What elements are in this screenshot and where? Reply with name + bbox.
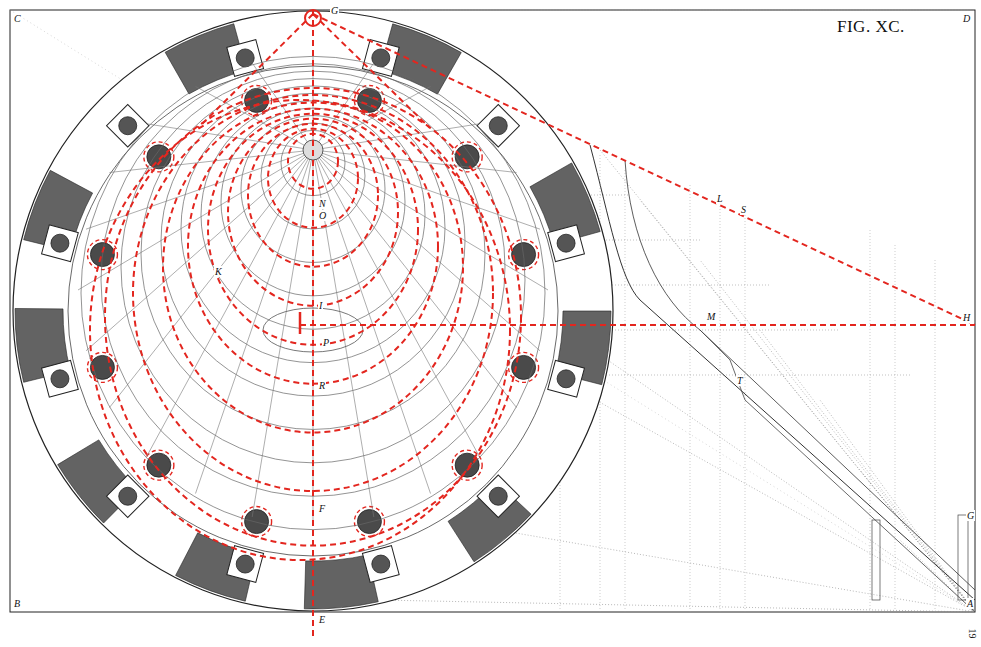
- plate-frame: [10, 10, 975, 612]
- red-sight-line: [198, 14, 313, 128]
- construction-ray: [600, 150, 975, 612]
- construction-ray: [760, 330, 975, 612]
- wall-sector: [448, 481, 531, 561]
- column-base: [489, 487, 507, 505]
- coffer-rib: [147, 150, 313, 456]
- column-base: [236, 555, 254, 573]
- pedestal: [362, 546, 399, 583]
- column-base: [557, 370, 575, 388]
- construction-line: [870, 230, 871, 612]
- point-letter: R: [318, 380, 326, 391]
- point-letter: O: [318, 210, 327, 221]
- coffer-rib: [109, 150, 313, 173]
- column-base: [557, 234, 575, 252]
- construction-line: [895, 245, 896, 612]
- column-base: [119, 487, 137, 505]
- red-construction-ellipse: [90, 100, 510, 560]
- construction-line: [625, 170, 626, 612]
- point-letter: P: [322, 337, 330, 348]
- figure-title: FIG. XC.: [835, 17, 907, 37]
- point-letter: C: [13, 13, 22, 24]
- column-base: [372, 555, 390, 573]
- red-point-marker: [305, 10, 321, 26]
- red-sight-line: [313, 14, 430, 128]
- coffer-rib: [86, 150, 313, 351]
- red-column-circle: [242, 507, 272, 537]
- construction-ray: [820, 400, 975, 612]
- coffer-rib: [313, 124, 479, 150]
- page-number: 19: [967, 628, 978, 640]
- red-column-circle: [144, 450, 174, 480]
- column-base: [51, 370, 69, 388]
- construction-line: [313, 10, 975, 11]
- red-column-circle: [452, 450, 482, 480]
- red-sight-line: [313, 14, 975, 325]
- pedestal: [42, 225, 79, 262]
- column-base: [489, 117, 507, 135]
- pedestal: [477, 475, 519, 517]
- column-shaft: [147, 145, 171, 169]
- coffer-rib: [313, 150, 374, 517]
- coffer-rib: [313, 150, 517, 173]
- construction-ray: [520, 300, 975, 612]
- construction-line: [10, 10, 975, 612]
- construction-ray: [380, 600, 975, 612]
- pedestal: [548, 225, 585, 262]
- construction-line: [935, 260, 936, 612]
- coffer-rib: [313, 150, 431, 494]
- point-letter: B: [13, 598, 21, 609]
- point-letter: M: [706, 311, 716, 322]
- column-base: [236, 49, 254, 67]
- coffer-rib: [313, 150, 540, 229]
- point-letter: K: [214, 266, 223, 277]
- construction-line: [745, 215, 746, 612]
- point-letter: G: [966, 510, 975, 521]
- point-letter: L: [716, 193, 724, 204]
- coffer-rib: [313, 150, 314, 525]
- pedestal: [107, 105, 149, 147]
- point-letter: G: [330, 5, 339, 16]
- column-base: [119, 117, 137, 135]
- column-shaft: [245, 510, 269, 534]
- point-letter: S: [740, 204, 747, 215]
- construction-ray: [640, 200, 975, 612]
- column-shaft: [455, 145, 479, 169]
- coffer-rib: [252, 150, 313, 517]
- red-column-circle: [354, 507, 384, 537]
- pedestal: [42, 360, 79, 397]
- column-shaft: [147, 453, 171, 477]
- column-shaft: [357, 510, 381, 534]
- point-letter: T: [736, 375, 744, 386]
- construction-line: [720, 200, 721, 612]
- point-letter: I: [318, 300, 323, 311]
- wall-sector: [176, 533, 257, 601]
- red-horizon-line: [300, 324, 975, 326]
- coffer-rib: [313, 150, 517, 408]
- coffer-rib: [78, 150, 313, 290]
- pilaster-section: [872, 520, 880, 600]
- construction-ray: [700, 260, 975, 612]
- point-letter: D: [962, 13, 971, 24]
- point-letter: A: [966, 598, 974, 609]
- red-tick: [299, 312, 302, 334]
- pedestal: [477, 105, 519, 147]
- column-base: [372, 49, 390, 67]
- red-construction-ellipse: [105, 88, 521, 546]
- column-base: [51, 234, 69, 252]
- dome-section-profile: [625, 160, 975, 590]
- dome-section-profile: [590, 145, 975, 600]
- pilaster-section: [958, 515, 968, 600]
- construction-line: [690, 185, 691, 612]
- point-letter: N: [318, 198, 327, 209]
- construction-ray: [860, 470, 975, 612]
- pedestal: [107, 475, 149, 517]
- coffer-rib: [196, 150, 314, 494]
- point-letter: F: [318, 503, 326, 514]
- coffer-rib: [313, 150, 548, 290]
- pedestal: [548, 360, 585, 397]
- point-letter: E: [318, 614, 326, 625]
- dome-section-profile: [700, 330, 975, 612]
- point-letter: H: [962, 312, 971, 323]
